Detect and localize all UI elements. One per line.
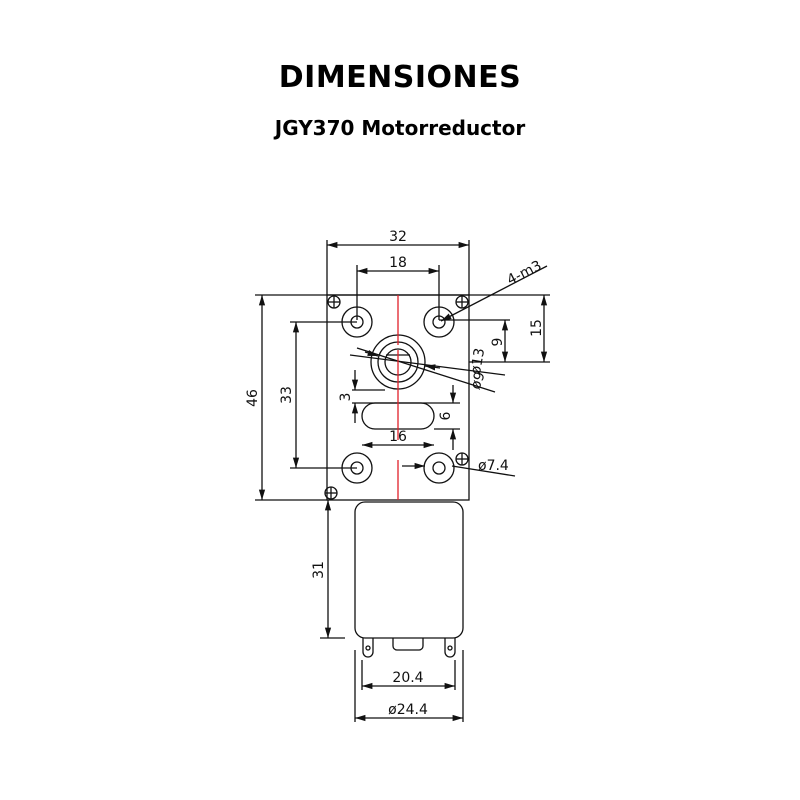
- label-24-4: ø24.4: [388, 702, 428, 718]
- mount-hole-top-right: [423, 306, 455, 338]
- label-16: 16: [389, 429, 407, 445]
- corner-screw-bl: [324, 486, 338, 500]
- leader-7-4: [451, 465, 516, 477]
- corner-screw-tr: [455, 295, 469, 309]
- mount-hole-bottom-left: [341, 452, 373, 484]
- label-9-dia: ø9: [468, 370, 489, 392]
- label-4m3: 4-m3: [505, 258, 545, 289]
- label-7-4: ø7.4: [478, 458, 509, 474]
- label-46: 46: [245, 389, 261, 407]
- motor-terminal-left: [362, 638, 374, 658]
- label-33: 33: [279, 386, 295, 404]
- motor-body: [354, 501, 464, 639]
- label-31: 31: [311, 561, 327, 579]
- corner-screw-tl: [327, 295, 341, 309]
- label-32: 32: [389, 229, 407, 245]
- label-15: 15: [529, 319, 545, 337]
- page-title: DIMENSIONES: [278, 60, 522, 95]
- label-18: 18: [389, 255, 407, 271]
- label-9: 9: [490, 338, 506, 347]
- corner-screw-br: [455, 452, 469, 466]
- page-subtitle: JGY370 Motorreductor: [274, 116, 526, 140]
- label-13: ø13: [468, 347, 488, 376]
- motor-terminal-right: [444, 638, 456, 658]
- label-3: 3: [338, 393, 354, 402]
- label-20-4: 20.4: [392, 670, 423, 686]
- mount-hole-bottom-right: [423, 452, 455, 484]
- label-6: 6: [438, 411, 454, 420]
- leader-4m3: [440, 265, 548, 322]
- mount-hole-top-left: [341, 306, 373, 338]
